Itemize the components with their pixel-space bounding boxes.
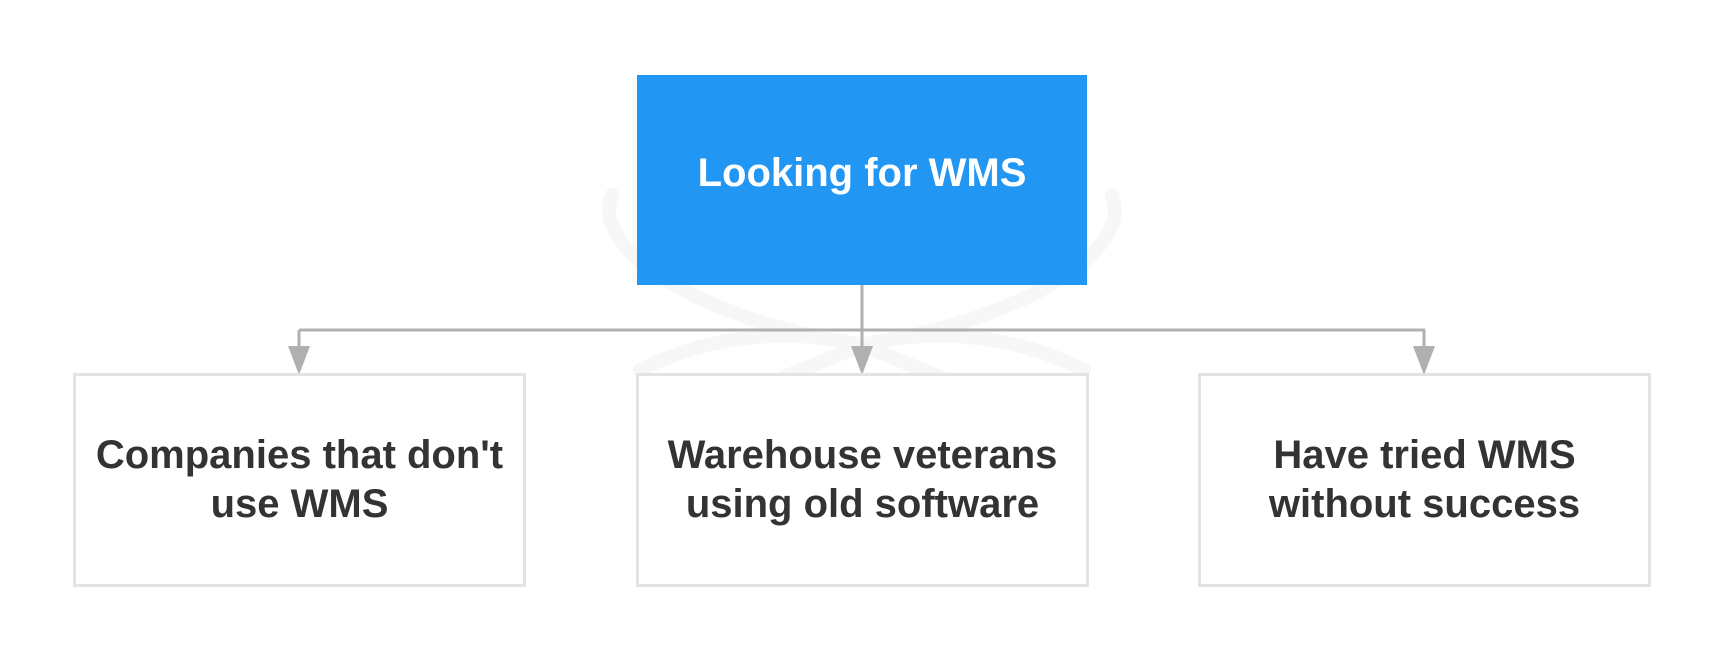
child-node-label: Have tried WMS without success: [1268, 433, 1581, 526]
child-node-label: Warehouse veterans using old software: [667, 433, 1058, 526]
child-node-companies-no-wms[interactable]: Companies that don't use WMS: [73, 373, 526, 587]
root-node-label: Looking for WMS: [697, 151, 1027, 195]
arrowhead-center-icon: [851, 346, 873, 375]
arrowhead-right-icon: [1413, 346, 1435, 375]
arrowhead-left-icon: [288, 346, 310, 375]
child-node-label: Companies that don't use WMS: [95, 433, 504, 526]
child-node-tried-wms[interactable]: Have tried WMS without success: [1198, 373, 1651, 587]
root-node[interactable]: Looking for WMS: [637, 75, 1087, 285]
child-node-warehouse-veterans[interactable]: Warehouse veterans using old software: [636, 373, 1089, 587]
